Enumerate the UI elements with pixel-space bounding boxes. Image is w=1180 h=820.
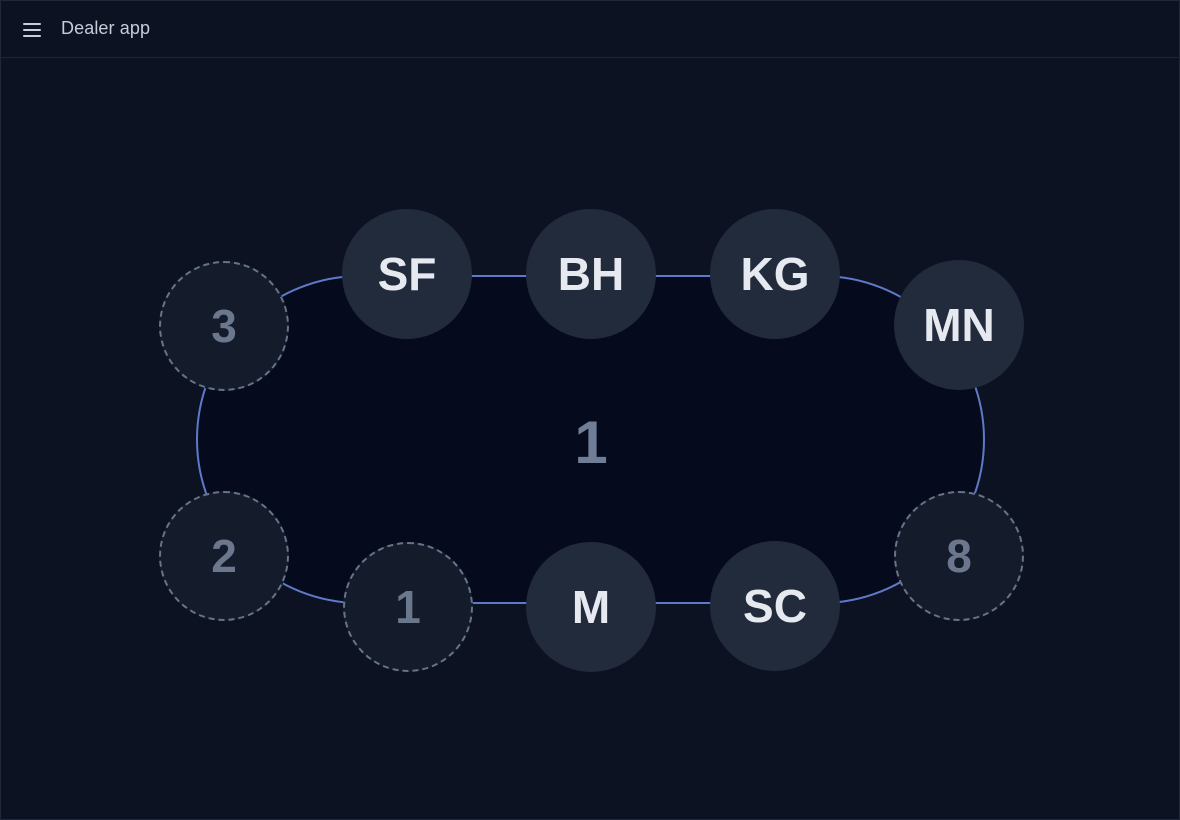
menu-line [23,23,41,25]
seat-occupied-sc[interactable]: SC [710,541,840,671]
poker-table-area: 1 3 SF BH KG MN 8 SC M 1 2 [1,58,1179,819]
seat-occupied-mn[interactable]: MN [894,260,1024,390]
menu-line [23,35,41,37]
dealer-position-marker: 1 [574,409,608,476]
seat-empty-3[interactable]: 3 [159,261,289,391]
menu-line [23,29,41,31]
seat-occupied-bh[interactable]: BH [526,209,656,339]
seat-occupied-m[interactable]: M [526,542,656,672]
app-title: Dealer app [61,18,151,38]
seat-empty-2[interactable]: 2 [159,491,289,621]
top-bar: Dealer app [1,1,1179,58]
hamburger-menu-icon[interactable] [17,15,49,45]
seat-occupied-sf[interactable]: SF [342,209,472,339]
seat-occupied-kg[interactable]: KG [710,209,840,339]
seat-empty-1[interactable]: 1 [343,542,473,672]
seat-empty-8[interactable]: 8 [894,491,1024,621]
